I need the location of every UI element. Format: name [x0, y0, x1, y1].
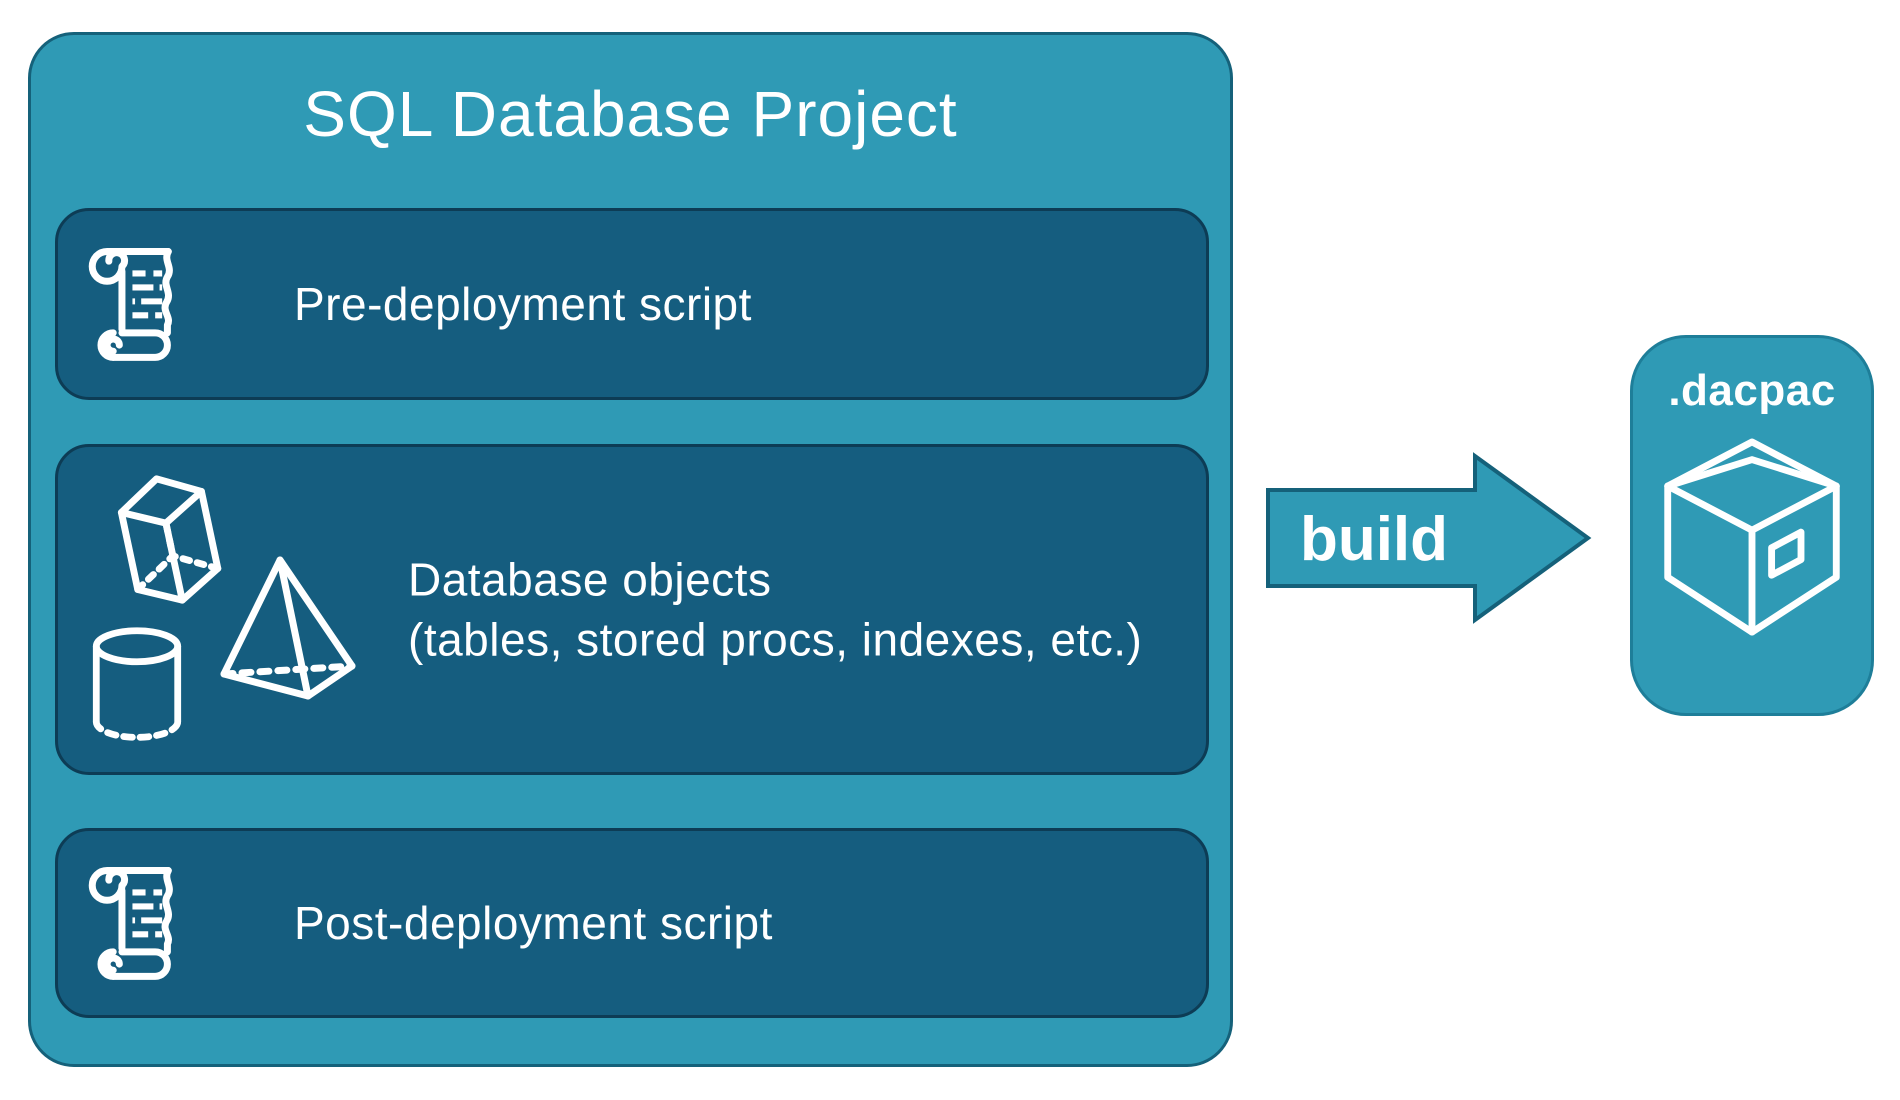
pre-deployment-script-box: Pre-deployment script: [55, 208, 1209, 400]
sql-database-project-container: SQL Database Project P: [28, 32, 1233, 1067]
dacpac-box: .dacpac: [1630, 335, 1874, 716]
build-label: build: [1300, 505, 1448, 574]
database-objects-label: Database objects (tables, stored procs, …: [408, 549, 1142, 670]
arrow-shape: [1266, 452, 1592, 624]
scroll-icon: [88, 248, 173, 361]
scroll-icon: [88, 867, 173, 980]
package-icon: [1664, 438, 1840, 636]
cylinder-icon: [92, 627, 182, 741]
database-objects-box: Database objects (tables, stored procs, …: [55, 444, 1209, 775]
database-objects-line1: Database objects: [408, 552, 772, 605]
database-objects-line2: (tables, stored procs, indexes, etc.): [408, 613, 1143, 666]
project-title: SQL Database Project: [303, 78, 958, 150]
dacpac-label: .dacpac: [1668, 366, 1836, 415]
build-arrow: build: [1266, 452, 1592, 624]
pyramid-icon: [220, 556, 356, 700]
pre-deployment-script-label: Pre-deployment script: [294, 278, 752, 330]
cuboid-icon: [117, 475, 222, 604]
post-deployment-script-box: Post-deployment script: [55, 828, 1209, 1018]
post-deployment-script-label: Post-deployment script: [294, 897, 773, 949]
